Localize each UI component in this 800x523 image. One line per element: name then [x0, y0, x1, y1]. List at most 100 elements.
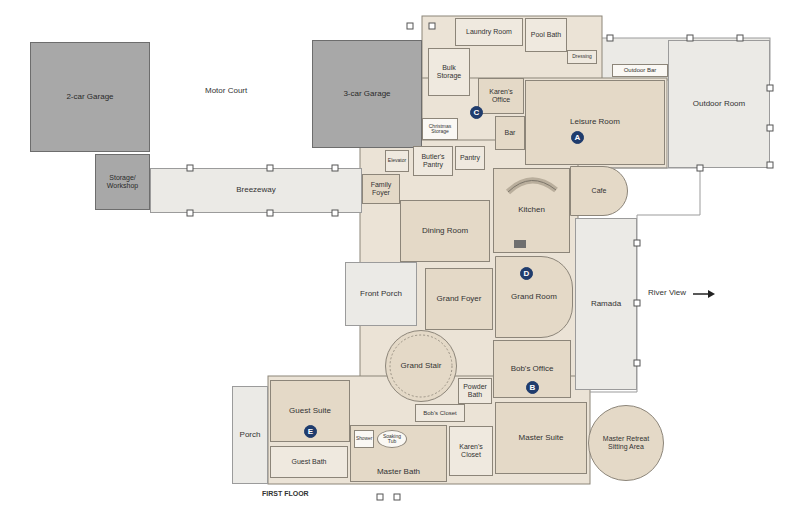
callout-letter: E: [304, 425, 317, 438]
kitchen-island: [508, 180, 556, 192]
room-name: Master Bath: [377, 468, 420, 477]
utility-room: Laundry Room: [455, 18, 523, 46]
callout-text: D: [524, 270, 530, 278]
room-name: Master Retreat Sitting Area: [598, 435, 654, 450]
room: Master Bath Shower Soaking Tub: [350, 425, 447, 482]
room-name: Shower: [356, 436, 372, 441]
callout-text: B: [530, 384, 536, 392]
callout-letter: D: [520, 267, 533, 280]
range-symbol: [514, 240, 526, 248]
room-name: Butler's Pantry: [415, 153, 451, 168]
room-name: Pool Bath: [531, 31, 561, 39]
column: [267, 210, 273, 216]
room-name: Bulk Storage: [430, 64, 468, 79]
floor-title: FIRST FLOOR: [262, 490, 309, 497]
room-name: Cafe: [592, 187, 607, 195]
column: [377, 494, 383, 500]
column: [429, 23, 435, 29]
column: [767, 125, 773, 131]
utility-room: Pantry: [455, 146, 485, 170]
garage-room: 2-car Garage: [30, 42, 150, 152]
outdoor-area: Ramada: [575, 218, 637, 390]
room: Grand Stair: [385, 330, 457, 402]
room-name: Bar: [505, 129, 516, 137]
direction-label: River View: [648, 288, 686, 297]
utility-room: Pool Bath: [525, 18, 567, 52]
outdoor-area: Porch: [232, 386, 268, 484]
room-name: Soaking Tub: [381, 434, 403, 445]
column: [332, 210, 338, 216]
room-name: Pantry: [460, 154, 480, 162]
utility-room: Karen's Closet: [449, 426, 493, 476]
room-name: Guest Bath: [291, 458, 326, 466]
room: Leisure RoomA: [525, 80, 665, 165]
column: [607, 35, 613, 41]
utility-room: Butler's Pantry: [413, 146, 453, 176]
utility-room: Elevator: [385, 150, 409, 172]
room: Karen's Office: [478, 78, 524, 114]
room: Master Retreat Sitting Area: [588, 405, 664, 481]
column: [332, 165, 338, 171]
callout-letter: A: [571, 131, 584, 144]
room: Grand Foyer: [425, 268, 493, 330]
room: Bob's OfficeB: [493, 340, 571, 398]
fixture-box: Soaking Tub: [377, 430, 407, 448]
column-group: [187, 23, 773, 500]
kitchen-island-edge: [508, 180, 556, 192]
room-name: Storage/ Workshop: [97, 174, 148, 189]
stair-treads: [390, 335, 452, 397]
column: [187, 210, 193, 216]
room-name: Grand Room: [511, 293, 557, 302]
outdoor-area: Front Porch: [345, 262, 417, 326]
utility-room: Dressing: [567, 50, 597, 64]
utility-room: Guest Bath: [270, 446, 348, 478]
room-name: Grand Foyer: [437, 295, 482, 304]
room-name: Powder Bath: [460, 383, 490, 398]
room-name: Front Porch: [360, 290, 402, 299]
room-name: Outdoor Bar: [624, 67, 657, 74]
room-name: Porch: [240, 431, 261, 440]
column: [407, 23, 413, 29]
column: [687, 35, 693, 41]
room: Guest SuiteE: [270, 380, 350, 442]
room-name: 2-car Garage: [66, 93, 113, 102]
column: [187, 165, 193, 171]
room-name: Karen's Office: [480, 88, 522, 103]
label-holder: River View: [648, 288, 686, 297]
view-arrow-head: [708, 290, 715, 298]
column: [634, 240, 640, 246]
room-name: Dressing: [572, 54, 592, 60]
room: Master Suite: [495, 402, 587, 474]
utility-room: Powder Bath: [458, 378, 492, 404]
fixture-box: Outdoor Bar: [612, 64, 668, 77]
outdoor-area: Breezeway: [150, 168, 362, 213]
room: Grand Room D: [495, 256, 573, 338]
column: [767, 85, 773, 91]
label-holder: FIRST FLOOR: [262, 490, 309, 497]
room-name: Bob's Closet: [423, 410, 457, 417]
room-name: Guest Suite: [289, 407, 331, 416]
room-name: Outdoor Room: [693, 100, 745, 109]
room-name: Grand Stair: [401, 362, 442, 371]
callout-letter: B: [526, 381, 539, 394]
column: [697, 165, 703, 171]
area-label: Motor Court: [205, 86, 247, 95]
fixture-box: Christmas Storage: [422, 118, 458, 140]
callout-text: E: [308, 428, 313, 436]
room-name: Laundry Room: [466, 28, 512, 36]
room-name: Breezeway: [236, 186, 276, 195]
room-name: Kitchen: [518, 206, 545, 215]
room-name: Bob's Office: [511, 365, 554, 374]
utility-room: Bob's Closet: [415, 404, 465, 422]
fixture-box: Shower: [354, 430, 374, 448]
room-name: Family Foyer: [364, 181, 398, 196]
room: Dining Room: [400, 200, 490, 262]
room-name: 3-car Garage: [343, 90, 390, 99]
view-arrow-shaft: [693, 293, 708, 295]
column: [767, 162, 773, 168]
room: Cafe: [570, 166, 628, 216]
garage-room: Storage/ Workshop: [95, 154, 150, 210]
